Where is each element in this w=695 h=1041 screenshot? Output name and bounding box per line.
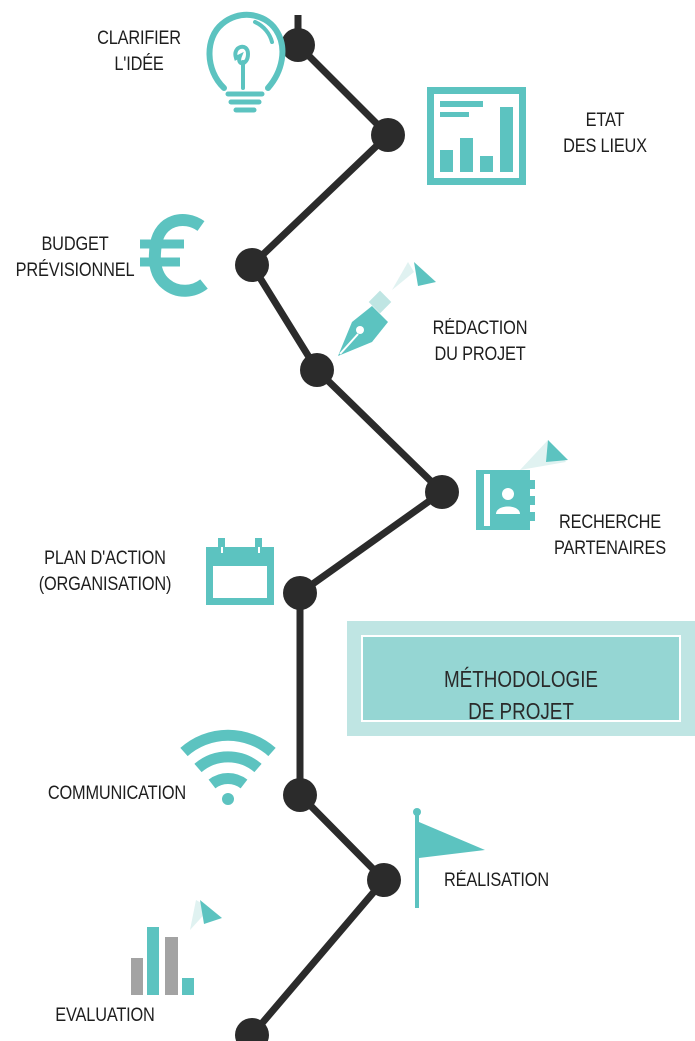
- step-label-line: EVALUATION: [55, 1005, 155, 1026]
- step-label-redaction: RÉDACTION DU PROJET: [416, 316, 545, 368]
- step-label-recherche: RECHERCHE PARTENAIRES: [541, 510, 679, 562]
- step-label-line: PLAN D'ACTION: [44, 548, 166, 569]
- euro-icon: [140, 214, 208, 297]
- step-label-line: L'IDÉE: [114, 54, 164, 75]
- lightbulb-icon: [206, 11, 286, 113]
- contact-book-icon: [476, 440, 568, 530]
- step-label-budget: BUDGET PRÉVISIONNEL: [6, 232, 144, 284]
- step-label-line: RECHERCHE: [559, 512, 661, 533]
- step-label-line: ETAT: [585, 110, 625, 131]
- step-label-line: COMMUNICATION: [47, 783, 186, 804]
- step-label-line: DU PROJET: [434, 344, 526, 365]
- node-etat: [371, 118, 405, 152]
- node-budget: [235, 248, 269, 282]
- diagram-title-line2: DE PROJET: [468, 698, 574, 724]
- step-label-line: RÉDACTION: [432, 318, 528, 339]
- step-label-communication: COMMUNICATION: [26, 781, 186, 807]
- pen-nib-icon: [338, 262, 436, 356]
- node-clarifier: [281, 28, 315, 62]
- step-label-line: (ORGANISATION): [38, 574, 172, 595]
- timeline-line: [248, 15, 446, 1041]
- step-label-plan: PLAN D'ACTION (ORGANISATION): [28, 546, 183, 598]
- step-label-line: PRÉVISIONNEL: [15, 260, 135, 281]
- bar-chart-icon: [427, 87, 526, 185]
- step-label-line: PARTENAIRES: [554, 538, 666, 559]
- step-label-clarifier: CLARIFIER L'IDÉE: [75, 26, 204, 78]
- calendar-icon: [206, 538, 274, 605]
- flag-icon: [413, 808, 485, 908]
- node-recherche: [425, 475, 459, 509]
- step-label-etat: ETAT DES LIEUX: [553, 108, 656, 160]
- step-label-realisation: RÉALISATION: [444, 868, 582, 894]
- node-evaluation: [235, 1018, 269, 1041]
- node-redaction: [300, 353, 334, 387]
- wifi-icon: [180, 729, 276, 805]
- title-banner-inner: MÉTHODOLOGIE DE PROJET: [361, 635, 681, 724]
- title-banner: MÉTHODOLOGIE DE PROJET: [347, 621, 695, 736]
- node-realisation: [367, 863, 401, 897]
- step-label-line: BUDGET: [41, 234, 109, 255]
- step-label-line: DES LIEUX: [563, 136, 647, 157]
- node-plan: [283, 576, 317, 610]
- step-label-line: CLARIFIER: [97, 28, 181, 49]
- step-label-line: RÉALISATION: [444, 870, 549, 891]
- diagram-title-line1: MÉTHODOLOGIE: [443, 666, 599, 692]
- diagram-title: MÉTHODOLOGIE DE PROJET: [391, 663, 650, 727]
- step-label-evaluation: EVALUATION: [41, 1003, 170, 1029]
- evaluation-chart-icon: [131, 900, 222, 995]
- node-communication: [283, 778, 317, 812]
